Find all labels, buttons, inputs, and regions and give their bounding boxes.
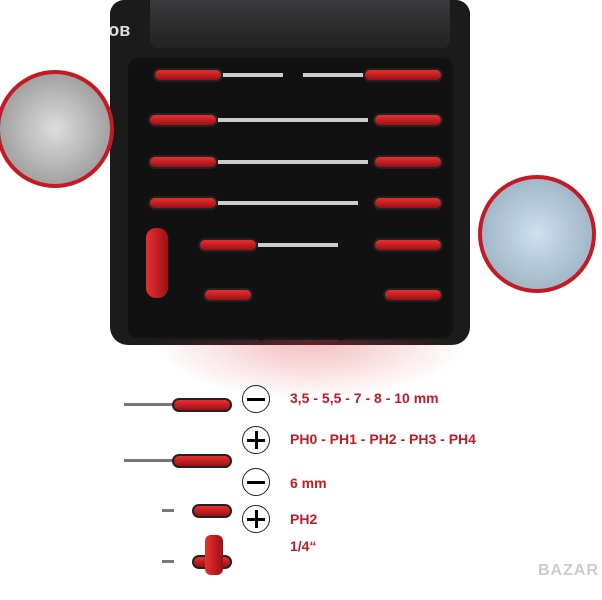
spec-label: 1/4“ <box>290 538 317 554</box>
red-glow <box>150 340 470 400</box>
slotted-icon <box>242 385 270 413</box>
phillips-screwdriver-image <box>122 454 232 468</box>
screwdriver-tray <box>128 58 453 338</box>
watermark: Иван Иванов <box>14 20 131 40</box>
phillips-icon <box>242 426 270 454</box>
spec-label: PH0 - PH1 - PH2 - PH3 - PH4 <box>290 431 476 447</box>
case-handle <box>258 318 344 342</box>
stubby-slotted-image <box>122 504 232 518</box>
detail-hex-bolster-image <box>0 70 114 188</box>
spec-label: PH2 <box>290 511 318 527</box>
spec-list: 3,5 - 5,5 - 7 - 8 - 10 mm PH0 - PH1 - PH… <box>0 0 602 575</box>
spec-label: 6 mm <box>290 475 327 491</box>
bazar-logo: BAZAR <box>538 562 599 579</box>
slotted-icon <box>242 468 270 496</box>
spec-label: 3,5 - 5,5 - 7 - 8 - 10 mm <box>290 390 439 406</box>
case-lid <box>150 0 450 48</box>
slotted-screwdriver-image <box>122 398 232 412</box>
ratchet-handle-image <box>205 535 223 575</box>
phillips-icon <box>242 505 270 533</box>
detail-hammer-image <box>478 175 596 293</box>
